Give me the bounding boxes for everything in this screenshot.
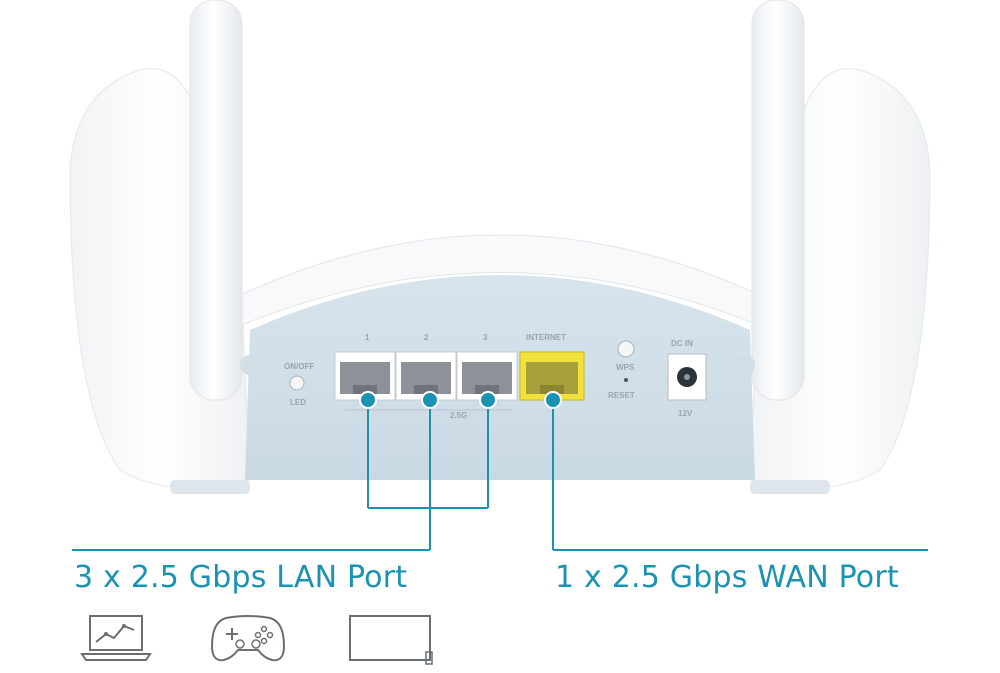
lan-port-2[interactable] — [395, 351, 457, 401]
reset-label: RESET — [608, 391, 635, 400]
right-antenna — [751, 0, 805, 401]
lan-port-1-dot — [359, 391, 377, 409]
lan-port-1-label: 1 — [365, 333, 370, 342]
dc-in-jack[interactable] — [667, 353, 707, 401]
lan-speed-label: 2.5G — [450, 411, 467, 420]
tv-icon — [349, 615, 433, 665]
lan-port-2-dot — [421, 391, 439, 409]
wan-port-dot — [544, 391, 562, 409]
lan-callout-lines — [72, 400, 489, 551]
left-hinge — [240, 355, 260, 375]
laptop-chart-icon — [80, 615, 152, 661]
dcin-label: DC IN — [671, 339, 693, 348]
wan-callout-lines — [552, 400, 928, 551]
onoff-label: ON/OFF — [284, 362, 314, 371]
lan-port-3-label: 3 — [483, 333, 488, 342]
right-foot — [750, 480, 830, 494]
left-foot — [170, 480, 250, 494]
internet-label: INTERNET — [526, 333, 566, 342]
lan-port-3-dot — [479, 391, 497, 409]
wan-caption: 1 x 2.5 Gbps WAN Port — [555, 560, 899, 595]
reset-pinhole[interactable] — [624, 378, 628, 382]
voltage-label: 12V — [678, 409, 693, 418]
lan-caption: 3 x 2.5 Gbps LAN Port — [74, 560, 408, 595]
wps-label: WPS — [616, 363, 635, 372]
right-hinge — [735, 355, 755, 375]
led-button[interactable] — [289, 375, 305, 391]
led-label: LED — [290, 398, 306, 407]
left-antenna — [189, 0, 243, 401]
gamepad-icon — [210, 615, 286, 662]
wps-button[interactable] — [617, 340, 635, 358]
lan-port-2-label: 2 — [424, 333, 429, 342]
